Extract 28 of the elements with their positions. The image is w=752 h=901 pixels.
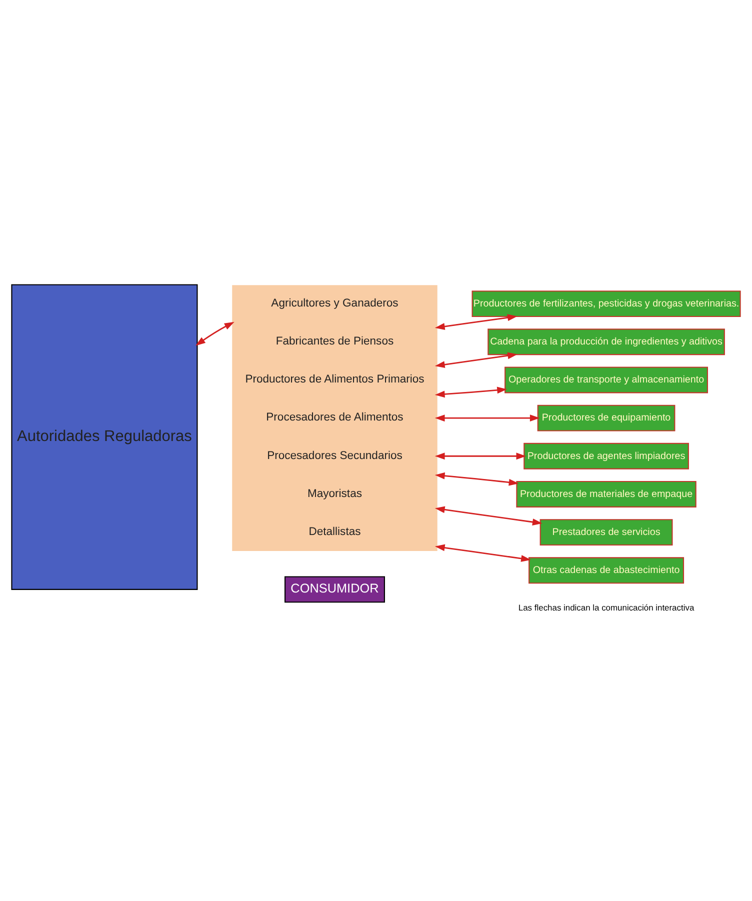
node-text: Procesadores de Alimentos (266, 412, 404, 424)
label: Las flechas indican la comunicación interactiva (518, 602, 694, 613)
arrow (434, 506, 542, 526)
node-text: Fabricantes de Piensos (276, 336, 394, 348)
arrow (434, 414, 540, 422)
node-box: Productores de equipamiento (537, 404, 676, 432)
node-box: Otras cadenas de abastecimiento (528, 557, 684, 584)
arrow (434, 352, 518, 368)
node-text: Agricultores y Ganaderos (271, 297, 398, 310)
arrow (196, 322, 234, 346)
node-text: Procesadores Secundarios (267, 450, 402, 462)
node-text: Mayoristas (308, 488, 362, 500)
node-box: Productores de materiales de empaque (516, 481, 696, 508)
node-text: Productores de Alimentos Primarios (245, 374, 424, 386)
node-text: Detallistas (308, 526, 361, 538)
cluster (232, 285, 438, 551)
node-box: Cadena para la producción de ingredientes y aditivos (488, 328, 725, 356)
node-box: Operadores de transporte y almacenamiento (504, 366, 708, 394)
node-box: Productores de fertilizantes, pesticidas y drogas veterinarias. (472, 290, 741, 318)
arrow (434, 452, 526, 460)
arrow (434, 472, 519, 486)
arrow (434, 386, 508, 398)
node-box: CONSUMIDOR (284, 576, 385, 603)
node-box: Prestadores de servicios (540, 519, 673, 546)
arrow (434, 314, 518, 330)
node-box: Productores de agentes limpiadores (524, 442, 689, 470)
arrow (434, 544, 531, 562)
node-box: Autoridades Reguladoras (11, 284, 198, 590)
